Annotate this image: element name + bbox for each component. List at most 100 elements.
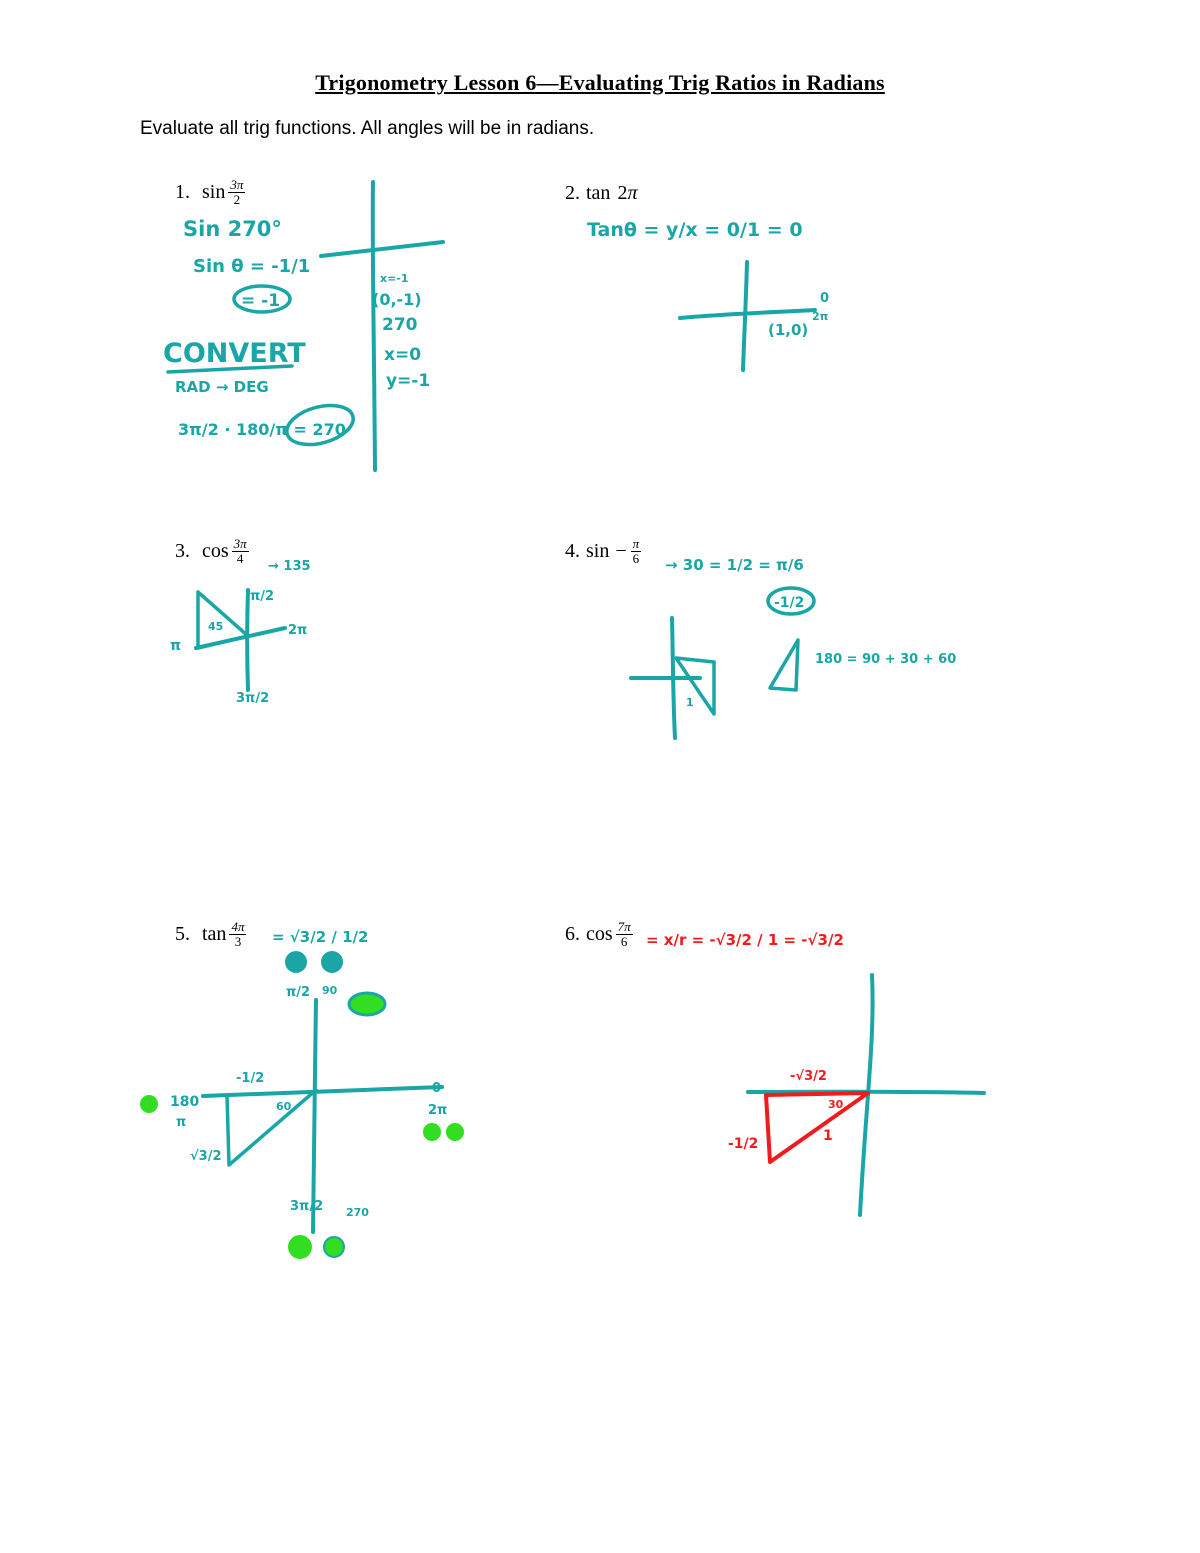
p3-left-label: π: [170, 638, 181, 654]
p5-bottom-label: 3π/2: [290, 1199, 323, 1214]
p5-dot: [285, 951, 307, 973]
p3-degrees: → 135: [268, 559, 311, 574]
trig-function: tan: [586, 182, 611, 204]
fraction-denominator: 6: [620, 933, 628, 949]
p6-angle-label: 30: [828, 1098, 844, 1111]
page-title: Trigonometry Lesson 6—Evaluating Trig Ra…: [315, 70, 885, 95]
p6-y-length: -1/2: [728, 1136, 758, 1152]
p4-triangle-note: 180 = 90 + 30 + 60: [815, 652, 956, 667]
problem-number: 6.: [565, 922, 580, 945]
p3-right-label: 2π: [288, 623, 307, 638]
p5-left-label: 180: [170, 1094, 199, 1110]
p1-answer: = -1: [241, 291, 280, 311]
p2-angle-top: 0: [820, 291, 829, 306]
angle-fraction: π 6: [630, 537, 642, 566]
p1-answer-circle: [232, 284, 292, 314]
negative-sign: −: [615, 539, 627, 562]
p6-y-axis: [858, 973, 875, 1217]
p1-rad-to-deg: RAD → DEG: [175, 378, 269, 396]
trig-function: tan: [202, 922, 227, 945]
p5-dot: [321, 951, 343, 973]
p5-y-axis: [311, 998, 318, 1234]
p6-x-length: -√3/2: [790, 1069, 827, 1084]
fraction-denominator: 3: [234, 933, 242, 949]
problem-3: 3. cos 3π 4: [175, 537, 249, 565]
p3-top-label: π/2: [250, 589, 274, 604]
p4-work: → 30 = 1/2 = π/6 -1/2 1 180 = 90 + 30 + …: [629, 556, 956, 740]
p5-left-pi: π: [176, 1115, 186, 1130]
p1-x-axis: [319, 240, 445, 258]
angle-fraction: 4π 3: [229, 920, 247, 949]
p3-y-axis: [245, 588, 250, 692]
p2-angle-bottom: 2π: [812, 310, 829, 323]
p1-point: (0,-1): [372, 290, 422, 309]
p1-calc: 3π/2 · 180/π = 270: [178, 420, 346, 439]
fraction-denominator: 6: [632, 550, 640, 566]
p4-reference-triangle: [674, 656, 716, 716]
p1-sin-theta: Sin θ = -1/1: [193, 256, 310, 277]
problem-5: 5. tan 4π 3: [175, 920, 247, 949]
p4-equation: → 30 = 1/2 = π/6: [665, 556, 804, 574]
p5-green-marker: [423, 1123, 441, 1141]
angle-argument: 2π: [617, 182, 637, 205]
p6-work: = x/r = -√3/2 / 1 = -√3/2 -√3/2 -1/2 30 …: [646, 931, 986, 1217]
trig-function: cos: [202, 539, 229, 562]
angle-fraction: 3π 4: [231, 536, 249, 566]
fraction-numerator: 7π: [615, 919, 633, 935]
trig-function: sin: [586, 539, 610, 562]
p1-y-axis: [370, 180, 377, 472]
angle-coefficient: 2: [617, 182, 628, 204]
p5-bottom-degrees: 270: [346, 1206, 369, 1219]
p5-reference-triangle: [225, 1088, 318, 1167]
p1-y-value: y=-1: [386, 371, 430, 391]
p2-x-axis: [678, 308, 817, 320]
p3-angle-label: 45: [208, 620, 223, 633]
p4-hyp-label: 1: [686, 696, 694, 709]
p3-x-axis: [194, 626, 287, 650]
p5-angle-label: 60: [276, 1100, 292, 1113]
p2-formula: Tanθ = y/x = 0/1 = 0: [587, 219, 803, 241]
p5-top-degrees: 90: [322, 984, 338, 997]
p1-point-note: x=-1: [380, 272, 409, 285]
p5-green-marker: [288, 1235, 312, 1259]
p1-convert: CONVERT: [163, 338, 306, 369]
problem-6: 6. cos 7π 6: [565, 920, 633, 948]
p3-reference-triangle: [196, 590, 250, 650]
instructions: Evaluate all trig functions. All angles …: [140, 118, 595, 139]
problem-number: 2.: [565, 182, 580, 204]
p1-angle: 270: [382, 315, 418, 335]
p6-reference-triangle: [764, 1091, 870, 1164]
problem-number: 5.: [175, 922, 190, 945]
p5-top-label: π/2: [286, 985, 310, 1000]
problem-number: 3.: [175, 539, 190, 562]
p6-hyp-label: 1: [823, 1128, 833, 1144]
trig-function: sin: [202, 180, 226, 203]
p1-convert-underline: [166, 364, 294, 374]
fraction-denominator: 4: [236, 550, 244, 566]
p5-equation: = √3/2 / 1/2: [272, 928, 368, 946]
p5-green-marker: [140, 1095, 158, 1113]
p5-x-axis: [201, 1085, 444, 1098]
problem-4: 4. sin − π 6: [565, 537, 642, 566]
p4-y-axis: [670, 616, 677, 740]
p5-right-label: 0: [432, 1081, 441, 1096]
angle-fraction: 3π 2: [228, 178, 246, 207]
fraction-numerator: 3π: [231, 536, 249, 552]
p5-green-marker: [323, 1236, 345, 1258]
p1-work: Sin 270° Sin θ = -1/1 = -1 CONVERT RAD →…: [163, 180, 445, 472]
pi-symbol: π: [627, 182, 638, 204]
p5-green-marker: [446, 1123, 464, 1141]
problem-2: 2. tan 2π: [565, 182, 637, 205]
p4-answer-circle: [766, 586, 816, 616]
fraction-denominator: 2: [233, 191, 241, 207]
p1-calc-circle: [285, 403, 355, 447]
angle-fraction: 7π 6: [615, 919, 633, 949]
p6-equation: = x/r = -√3/2 / 1 = -√3/2: [646, 931, 844, 949]
p2-y-axis: [741, 260, 749, 372]
p1-x-value: x=0: [384, 345, 421, 365]
problem-number: 1.: [175, 180, 190, 203]
p3-bottom-label: 3π/2: [236, 691, 269, 706]
p2-work: Tanθ = y/x = 0/1 = 0 (1,0) 0 2π: [587, 219, 829, 372]
